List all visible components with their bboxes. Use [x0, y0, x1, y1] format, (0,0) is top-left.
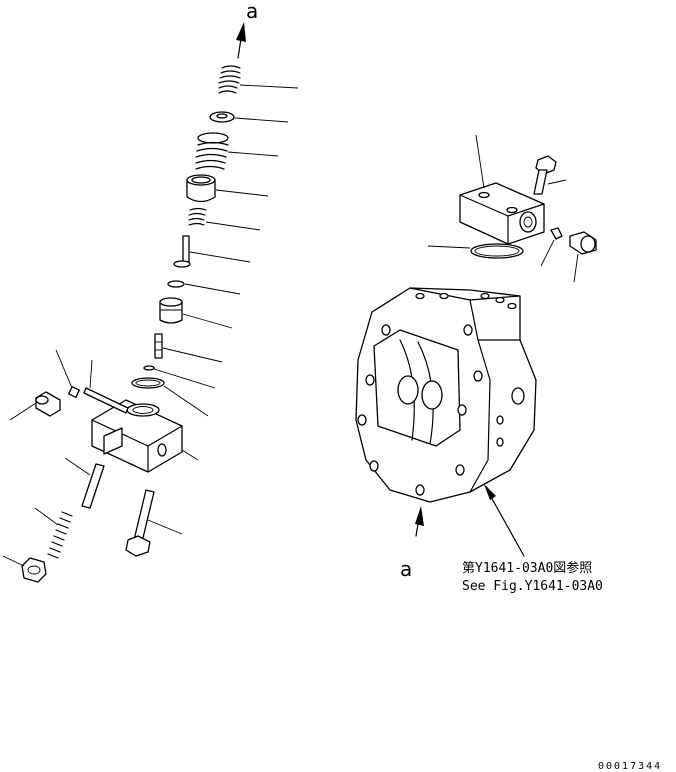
drawing-code: 00017344	[598, 761, 662, 772]
bolt-left	[125, 489, 183, 557]
spring-large	[195, 132, 279, 170]
fitting-small	[540, 227, 563, 267]
cover-plate	[459, 134, 545, 245]
reference-note-en: See Fig.Y1641-03A0	[462, 579, 603, 594]
bolt-right	[533, 155, 567, 195]
spring-small	[188, 207, 261, 231]
sleeve	[159, 297, 233, 329]
pump-housing	[355, 287, 537, 503]
set-screw-1	[55, 349, 80, 398]
snap-ring	[167, 280, 241, 295]
pin	[173, 235, 251, 268]
spool	[154, 333, 223, 363]
o-ring-left	[131, 377, 209, 417]
washer-top	[209, 111, 289, 123]
plug-right	[569, 231, 597, 283]
set-screw-2	[83, 359, 129, 414]
view-label-top: a	[246, 0, 258, 23]
reference-leader	[484, 484, 525, 557]
view-arrow-top	[236, 22, 246, 59]
spring-retainer	[186, 174, 269, 203]
nut	[2, 555, 47, 583]
threaded-rod	[34, 507, 73, 559]
ring-small	[143, 365, 216, 389]
reference-note-jp: 第Y1641-03A0図参照	[462, 560, 592, 576]
spring-top	[218, 65, 299, 94]
o-ring-right	[427, 243, 524, 259]
view-arrow-bottom	[415, 506, 424, 537]
dowel-pin	[64, 457, 105, 509]
view-label-bottom: a	[400, 557, 412, 581]
valve-block	[91, 399, 199, 473]
plug-left	[9, 391, 61, 421]
